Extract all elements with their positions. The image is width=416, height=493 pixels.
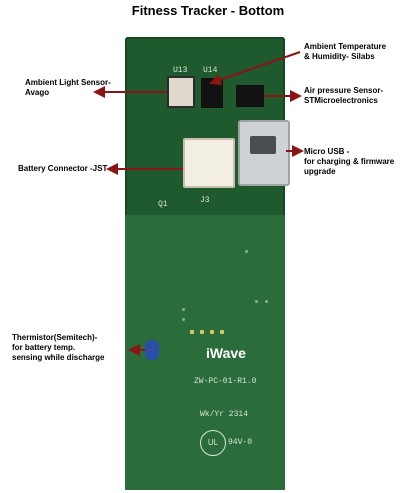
label-ambient-light: Ambient Light Sensor- Avago xyxy=(25,78,111,97)
usb-slot xyxy=(250,136,276,154)
via xyxy=(182,308,185,311)
ref-j3: J3 xyxy=(200,196,210,205)
via xyxy=(182,318,185,321)
ul-code: 94V-0 xyxy=(228,438,253,447)
micro-usb-port xyxy=(238,120,290,186)
thermistor-component xyxy=(145,340,159,360)
air-pressure-sensor xyxy=(236,85,264,107)
test-pad xyxy=(210,330,214,334)
arrow-ambient-temp xyxy=(209,51,301,86)
wk-yr-label: Wk/Yr 2314 xyxy=(200,410,249,419)
ul-mark-icon: UL xyxy=(200,430,226,456)
temp-humidity-sensor xyxy=(201,78,223,108)
brand-logo: iWave xyxy=(206,345,246,361)
label-ambient-temp: Ambient Temperature & Humidity- Silabs xyxy=(304,42,387,61)
via xyxy=(245,250,248,253)
label-micro-usb: Micro USB - for charging & firmware upgr… xyxy=(304,147,395,176)
ref-q1: Q1 xyxy=(158,200,168,209)
ref-u13: U13 xyxy=(173,66,188,75)
test-pad xyxy=(190,330,194,334)
board-id: ZW-PC-01-R1.0 xyxy=(194,377,257,386)
test-pad xyxy=(220,330,224,334)
test-pad xyxy=(200,330,204,334)
battery-connector-jst xyxy=(183,138,235,188)
ref-u14: U14 xyxy=(203,66,218,75)
label-thermistor: Thermistor(Semitech)- for battery temp. … xyxy=(12,333,105,362)
via xyxy=(255,300,258,303)
figure-title: Fitness Tracker - Bottom xyxy=(131,3,285,18)
via xyxy=(265,300,268,303)
label-air-pressure: Air pressure Sensor- STMicroelectronics xyxy=(304,86,384,105)
ambient-light-sensor xyxy=(167,76,195,108)
label-battery-connector: Battery Connector -JST xyxy=(18,164,108,173)
